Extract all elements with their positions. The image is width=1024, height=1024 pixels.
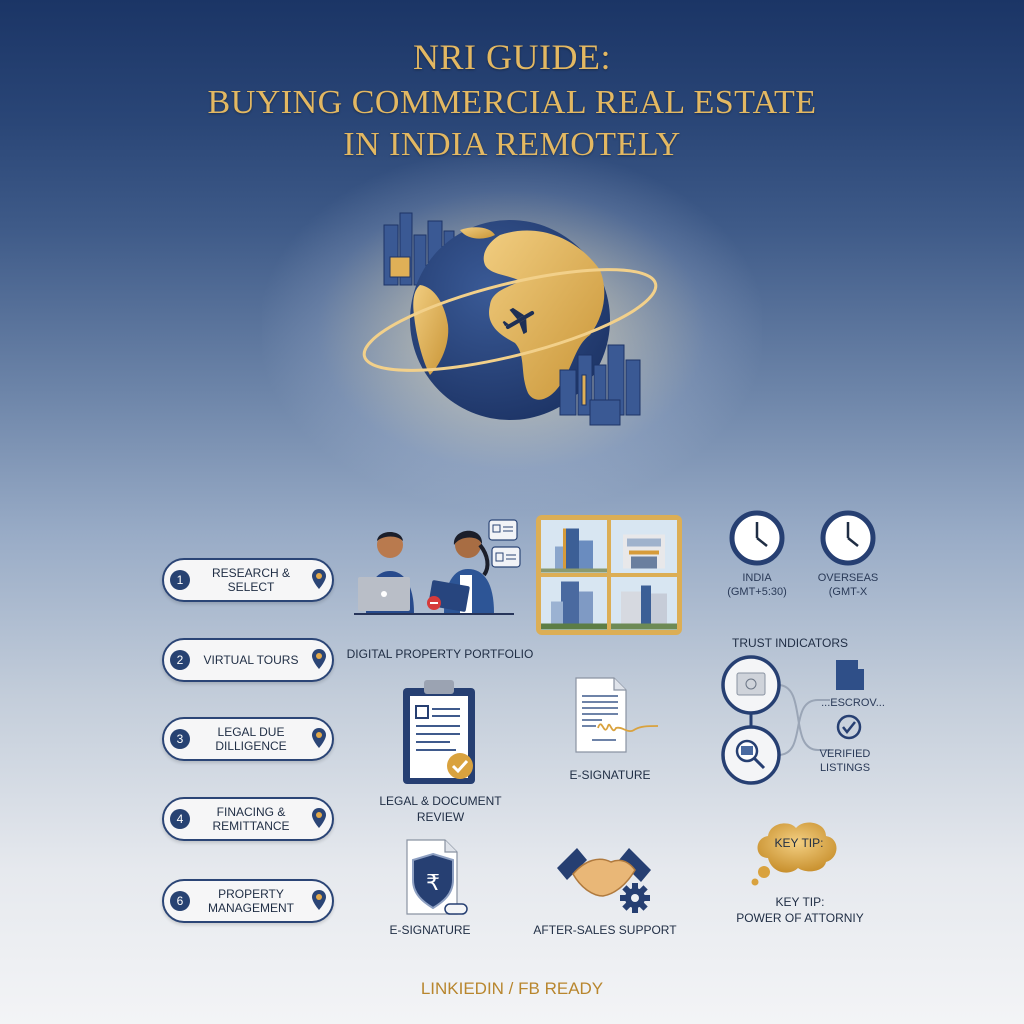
- map-pin-icon: [312, 890, 326, 910]
- key-tip-line-1: KEY TIP:: [775, 895, 825, 909]
- thought-cloud-icon: [751, 822, 837, 886]
- step-number: 1: [170, 570, 190, 590]
- trust-title: TRUST INDICATORS: [731, 636, 848, 650]
- step-virtual-tours[interactable]: 2 VIRTUAL TOURS: [162, 638, 334, 682]
- clock-offset: (GMT-X: [828, 586, 868, 598]
- clock-city: INDIA: [742, 572, 772, 584]
- clock-city: OVERSEAS: [817, 572, 879, 584]
- step-number: 3: [170, 729, 190, 749]
- legal-caption-line-2: REVIEW: [416, 810, 465, 824]
- shield-icon: [412, 852, 454, 910]
- step-legal-due-diligence[interactable]: 3 LEGAL DUE DILLIGENCE: [162, 717, 334, 761]
- step-number: 4: [170, 809, 190, 829]
- building-thumbnail-icon[interactable]: [611, 520, 677, 573]
- building-thumbnail-icon[interactable]: [611, 577, 677, 630]
- clock-overseas-icon: [820, 510, 876, 566]
- handshake-gear-icon: [557, 848, 651, 913]
- title-line-2: BUYING COMMERCIAL REAL ESTATE: [207, 84, 817, 121]
- city-skyline-right-icon: [559, 344, 641, 426]
- step-label: RESEARCH & SELECT: [211, 566, 291, 594]
- clock-offset: (GMT+5:30): [727, 586, 787, 598]
- footer-label: LINKIEDIN / FB READY: [420, 979, 604, 998]
- escrow-label: ...ESCROV...: [821, 697, 885, 709]
- clock-overseas-label: OVERSEAS (GMT-X: [803, 571, 893, 599]
- key-tip-caption: KEY TIP: POWER OF ATTORNIY: [720, 894, 880, 926]
- verified-line-1: VERIFIED: [819, 748, 871, 760]
- step-label: VIRTUAL TOURS: [203, 653, 299, 667]
- step-number: 6: [170, 891, 190, 911]
- trust-diagram: [721, 655, 864, 785]
- map-pin-icon: [312, 808, 326, 828]
- escrow-building-icon: [836, 660, 864, 690]
- key-tip-bubble-text: KEY TIP:: [774, 836, 824, 850]
- step-number: 2: [170, 650, 190, 670]
- step-label: FINACING & REMITTANCE: [212, 805, 290, 833]
- step-financing-remittance[interactable]: 4 FINACING & REMITTANCE: [162, 797, 334, 841]
- legal-review-caption: LEGAL & DOCUMENT REVIEW: [368, 793, 513, 825]
- legal-caption-line-1: LEGAL & DOCUMENT: [379, 794, 502, 808]
- building-thumbnail-icon[interactable]: [541, 577, 607, 630]
- verified-check-icon: [836, 714, 862, 740]
- consultants-illustration: [354, 519, 521, 615]
- key-tip-line-2: POWER OF ATTORNIY: [736, 911, 864, 925]
- step-label: LEGAL DUE DILLIGENCE: [215, 725, 287, 753]
- e-signature-document-icon: [575, 677, 659, 753]
- step-research-select[interactable]: 1 RESEARCH & SELECT: [162, 558, 334, 602]
- map-pin-icon: [312, 569, 326, 589]
- e-signature-caption: E-SIGNATURE: [569, 768, 651, 782]
- orbit-ring: [362, 268, 658, 372]
- title-line-1: NRI GUIDE:: [413, 37, 611, 77]
- gear-icon: [620, 883, 650, 913]
- portfolio-caption: DIGITAL PROPERTY PORTFOLIO: [346, 647, 534, 661]
- verified-line-2: LISTINGS: [819, 762, 871, 774]
- clipboard-check-icon: [403, 680, 475, 784]
- step-property-management[interactable]: 6 PROPERTY MANAGEMENT: [162, 879, 334, 923]
- after-sales-caption: AFTER-SALES SUPPORT: [533, 923, 677, 937]
- map-pin-icon: [312, 728, 326, 748]
- verified-listings-label: VERIFIED LISTINGS: [800, 747, 890, 775]
- map-pin-icon: [312, 649, 326, 669]
- airplane-icon: [502, 307, 535, 335]
- globe-hero: [362, 212, 658, 426]
- building-thumbnail-icon[interactable]: [541, 520, 607, 573]
- clock-india-icon: [729, 510, 785, 566]
- rupee-icon: ₹: [426, 871, 440, 896]
- secure-payment-document-icon: ₹: [406, 839, 468, 915]
- step-label: PROPERTY MANAGEMENT: [207, 887, 294, 915]
- clock-india-label: INDIA (GMT+5:30): [712, 571, 802, 599]
- listing-bubble-icon: [491, 546, 521, 568]
- secure-caption: E-SIGNATURE: [389, 923, 471, 937]
- property-gallery[interactable]: [536, 515, 682, 635]
